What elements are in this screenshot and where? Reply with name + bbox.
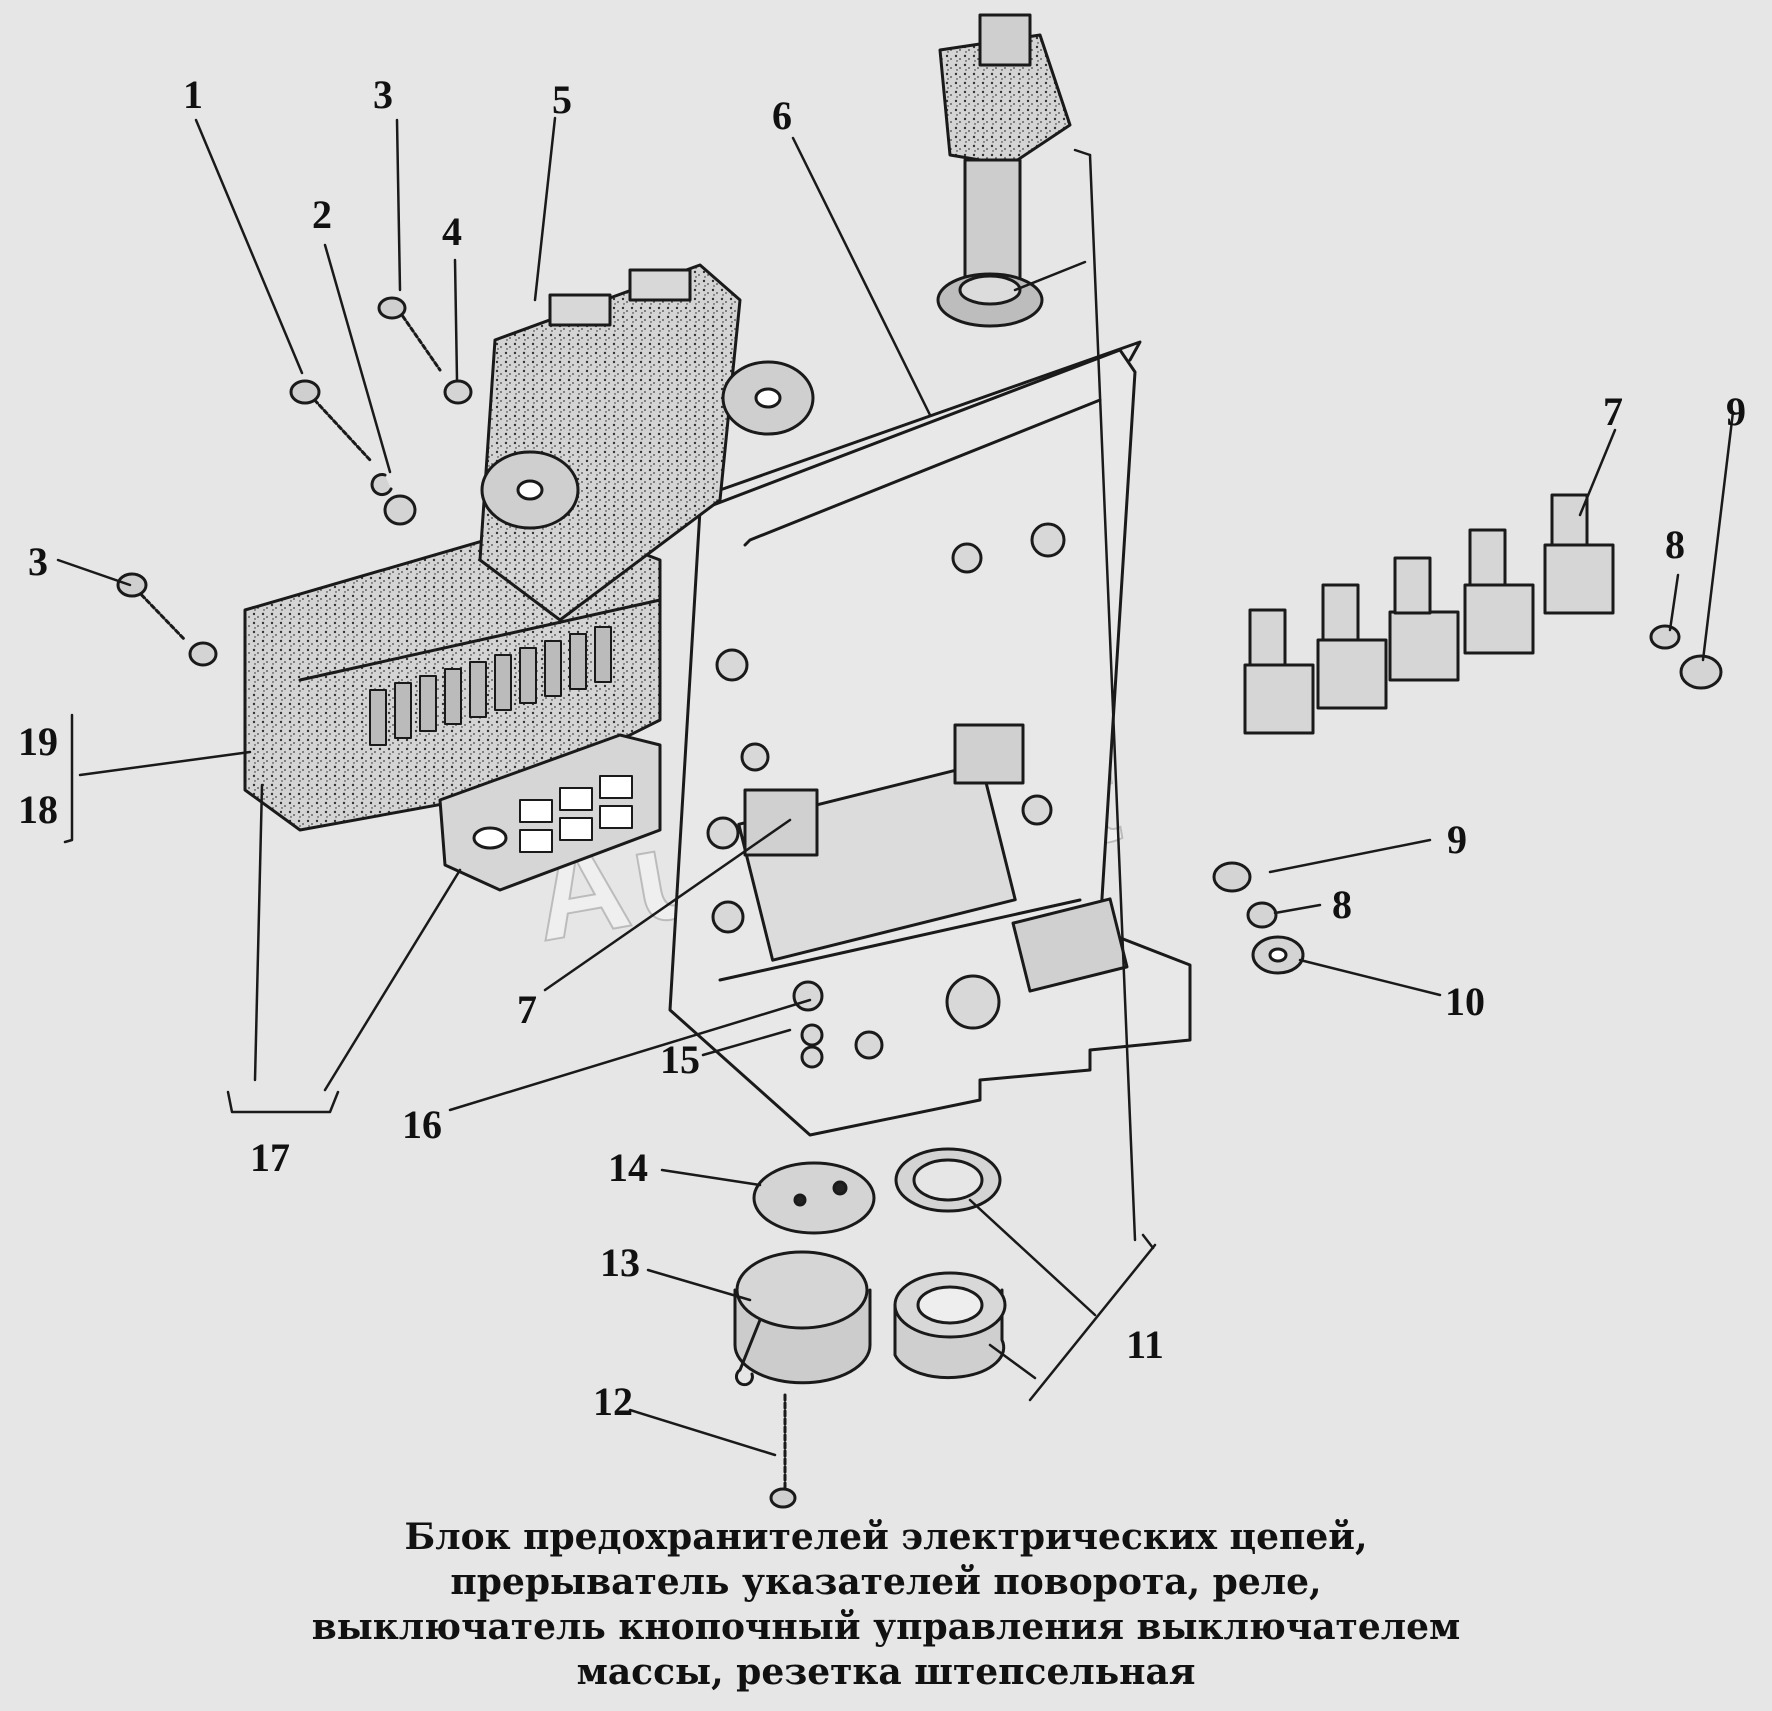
callout-15: 15 [660, 1037, 700, 1082]
callout-5: 5 [552, 77, 572, 122]
caption-line-4: массы, резетка штепсельная [576, 1651, 1196, 1693]
screws [116, 296, 442, 642]
callout-3-left: 3 [28, 539, 48, 584]
callout-19: 19 [18, 719, 58, 764]
callout-9-right: 9 [1726, 389, 1746, 434]
callout-18: 18 [18, 787, 58, 832]
mounting-bracket [668, 340, 1192, 1137]
callout-2: 2 [312, 192, 332, 237]
bracket-relay [743, 723, 1129, 993]
caption-line-1: Блок предохранителей электрических цепей… [404, 1516, 1368, 1558]
caption-line-3: выключатель кнопочный управления выключа… [311, 1606, 1461, 1648]
callout-16: 16 [402, 1102, 442, 1147]
callout-12: 12 [593, 1379, 633, 1424]
turn-signal-flasher [478, 263, 815, 622]
washers [188, 379, 473, 667]
caption-line-2: прерыватель указателей поворота, реле, [450, 1561, 1322, 1603]
leader-lines [56, 116, 1735, 1457]
callout-9-mid: 9 [1447, 817, 1467, 862]
callout-4: 4 [442, 209, 462, 254]
callout-3-top: 3 [373, 72, 393, 117]
push-button-switch [936, 13, 1072, 328]
callout-10: 10 [1445, 979, 1485, 1024]
lock-washers-nuts [1212, 624, 1723, 975]
callout-11: 11 [1126, 1322, 1164, 1367]
callout-7-mid: 7 [517, 987, 537, 1032]
callout-8-mid: 8 [1332, 882, 1352, 927]
callout-6: 6 [772, 93, 792, 138]
callout-1: 1 [183, 72, 203, 117]
callout-17: 17 [250, 1135, 290, 1180]
callout-14: 14 [608, 1145, 648, 1190]
relays-row [1243, 493, 1615, 735]
diagram-caption: Блок предохранителей электрических цепей… [0, 1515, 1772, 1695]
bracket-nuts [706, 522, 1066, 1069]
socket-parts [733, 1147, 1007, 1509]
connector-block [438, 733, 662, 892]
callout-7-right: 7 [1603, 389, 1623, 434]
callout-13: 13 [600, 1240, 640, 1285]
callout-8-right: 8 [1665, 522, 1685, 567]
